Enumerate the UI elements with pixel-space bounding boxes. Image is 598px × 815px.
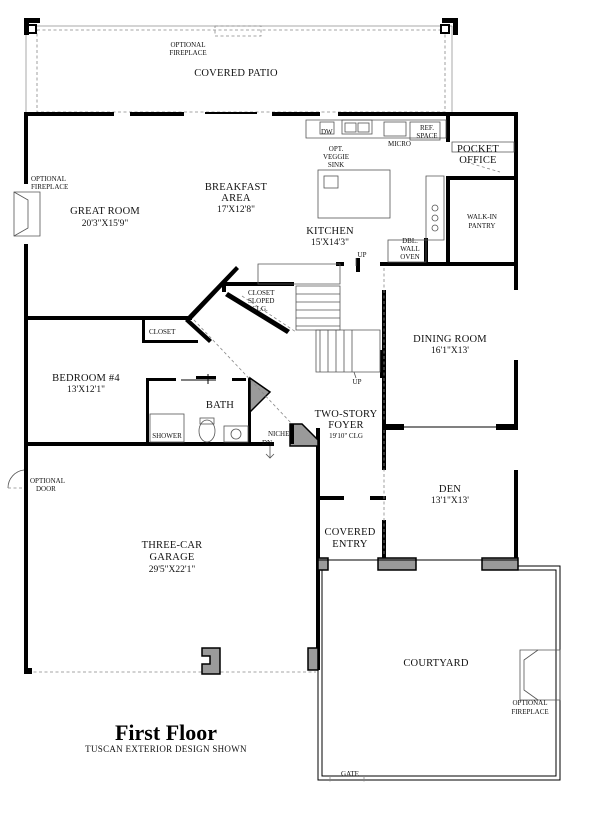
patio-fireplace-label-2: FIREPLACE [169, 49, 206, 57]
bedroom-dim: 13'X12'1" [67, 385, 105, 395]
micro-label: MICRO [388, 140, 411, 148]
great-room-fireplace [13, 191, 41, 237]
dn-label: DN [262, 439, 272, 447]
den-label: DEN [439, 484, 461, 495]
gate-label: GATE [341, 770, 359, 778]
stair-up-label-1: UP [358, 251, 367, 259]
garage-dim: 29'5"X22'1" [149, 565, 196, 575]
den-dim: 13'1"X13' [431, 496, 469, 506]
covered-patio [24, 18, 458, 113]
dining-room-label: DINING ROOM [413, 334, 487, 345]
dining-room-dim: 16'1"X13' [431, 346, 469, 356]
great-fireplace-label-2: FIREPLACE [31, 183, 68, 191]
kitchen-label: KITCHEN [306, 226, 354, 237]
kitchen-fixtures [305, 119, 515, 263]
oven-label-3: OVEN [400, 253, 419, 261]
garage-label-1: THREE-CAR [142, 540, 203, 551]
great-room-label: GREAT ROOM [70, 206, 140, 217]
courtyard-label: COURTYARD [403, 658, 469, 669]
courtyard [317, 565, 561, 782]
breakfast-label-1: BREAKFAST [205, 182, 268, 193]
bath-label: BATH [206, 400, 234, 411]
closet-sloped-label-1: CLOSET [248, 289, 275, 297]
bath-fixtures [149, 374, 275, 459]
shower-label: SHOWER [152, 432, 182, 440]
covered-entry-label-1: COVERED [325, 527, 376, 538]
foyer-label-2: FOYER [328, 420, 363, 431]
closet-label: CLOSET [149, 328, 176, 336]
niche-label: NICHE [268, 430, 289, 438]
plan-title: First Floor [115, 720, 217, 745]
foyer-clg-label: 19'10" CLG [329, 432, 363, 440]
pantry-label-2: PANTRY [469, 222, 496, 230]
plan-subtitle: TUSCAN EXTERIOR DESIGN SHOWN [85, 744, 247, 754]
oven-label-2: WALL [400, 245, 419, 253]
garage [7, 469, 319, 675]
breakfast-dim: 17'X12'8" [217, 205, 255, 215]
closet-sloped-label-3: CLG. [252, 305, 268, 313]
kitchen-dim: 15'X14'3" [311, 238, 349, 248]
optional-door-label-1: OPTIONAL [30, 477, 65, 485]
court-fireplace-label-2: FIREPLACE [511, 708, 548, 716]
covered-entry-label-2: ENTRY [332, 539, 368, 550]
covered-patio-label: COVERED PATIO [194, 68, 278, 79]
great-room-dim: 20'3"X15'9" [82, 219, 129, 229]
court-fireplace-label-1: OPTIONAL [513, 699, 548, 707]
stairs [193, 258, 385, 556]
garage-label-2: GARAGE [150, 552, 195, 563]
exterior-walls [24, 112, 518, 672]
foyer-label-1: TWO-STORY [315, 409, 378, 420]
pantry-label-1: WALK-IN [467, 213, 497, 221]
closet-sloped-label-2: SLOPED [248, 297, 274, 305]
pocket-office-label-1: POCKET [457, 144, 499, 155]
stair-up-label-2: UP [353, 378, 362, 386]
breakfast-label-2: AREA [221, 193, 251, 204]
dw-label: DW [321, 128, 333, 136]
labels: OPTIONAL FIREPLACE COVERED PATIO OPTIONA… [30, 41, 549, 778]
ref-space-label-2: SPACE [416, 132, 437, 140]
interior-walls [24, 114, 519, 670]
bedroom-label: BEDROOM #4 [52, 373, 120, 384]
veggie-sink-label-3: SINK [328, 161, 344, 169]
ref-space-label-1: REF. [420, 124, 434, 132]
oven-label-1: DBL. [402, 237, 418, 245]
patio-fireplace-label-1: OPTIONAL [171, 41, 206, 49]
great-fireplace-label-1: OPTIONAL [31, 175, 66, 183]
pocket-office-label-2: OFFICE [459, 155, 496, 166]
optional-door-label-2: DOOR [36, 485, 56, 493]
veggie-sink-label-2: VEGGIE [323, 153, 349, 161]
veggie-sink-label-1: OPT. [329, 145, 344, 153]
